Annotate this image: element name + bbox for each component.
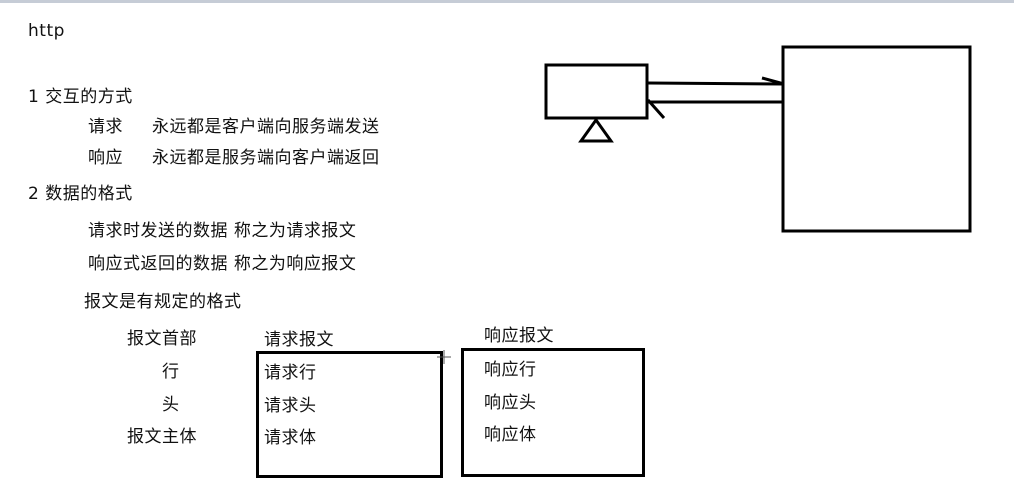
- request-message-box: [256, 351, 443, 478]
- server-box-icon: [781, 45, 972, 233]
- request-label: 请求: [88, 117, 123, 137]
- response-message-box: [461, 348, 645, 477]
- response-label: 响应: [88, 148, 123, 168]
- section1-heading: 1 交互的方式: [28, 87, 133, 107]
- cursor-crosshair-icon: [437, 350, 451, 364]
- request-header: 请求头: [264, 396, 317, 416]
- request-message-title: 请求报文: [264, 330, 334, 350]
- section2-heading: 2 数据的格式: [28, 184, 133, 204]
- label-head: 头: [162, 395, 180, 415]
- label-header: 报文首部: [127, 329, 197, 349]
- request-desc: 永远都是客户端向服务端发送: [152, 117, 380, 137]
- request-message-def: 请求时发送的数据 称之为请求报文: [88, 221, 357, 241]
- monitor-stand-icon: [578, 117, 614, 143]
- response-message-def: 响应式返回的数据 称之为响应报文: [88, 254, 357, 274]
- request-body: 请求体: [264, 428, 317, 448]
- client-monitor-icon: [544, 63, 649, 120]
- top-border: [0, 0, 1014, 3]
- response-message-title: 响应报文: [484, 326, 554, 346]
- response-desc: 永远都是服务端向客户端返回: [152, 148, 380, 168]
- format-note: 报文是有规定的格式: [84, 292, 242, 312]
- page-title: http: [28, 21, 65, 41]
- response-body: 响应体: [484, 425, 537, 445]
- label-line: 行: [162, 362, 180, 382]
- request-line: 请求行: [264, 363, 317, 383]
- label-body: 报文主体: [127, 427, 197, 447]
- response-header: 响应头: [484, 393, 537, 413]
- response-line: 响应行: [484, 360, 537, 380]
- response-arrow-icon: [646, 99, 783, 119]
- request-arrow-icon: [647, 76, 785, 86]
